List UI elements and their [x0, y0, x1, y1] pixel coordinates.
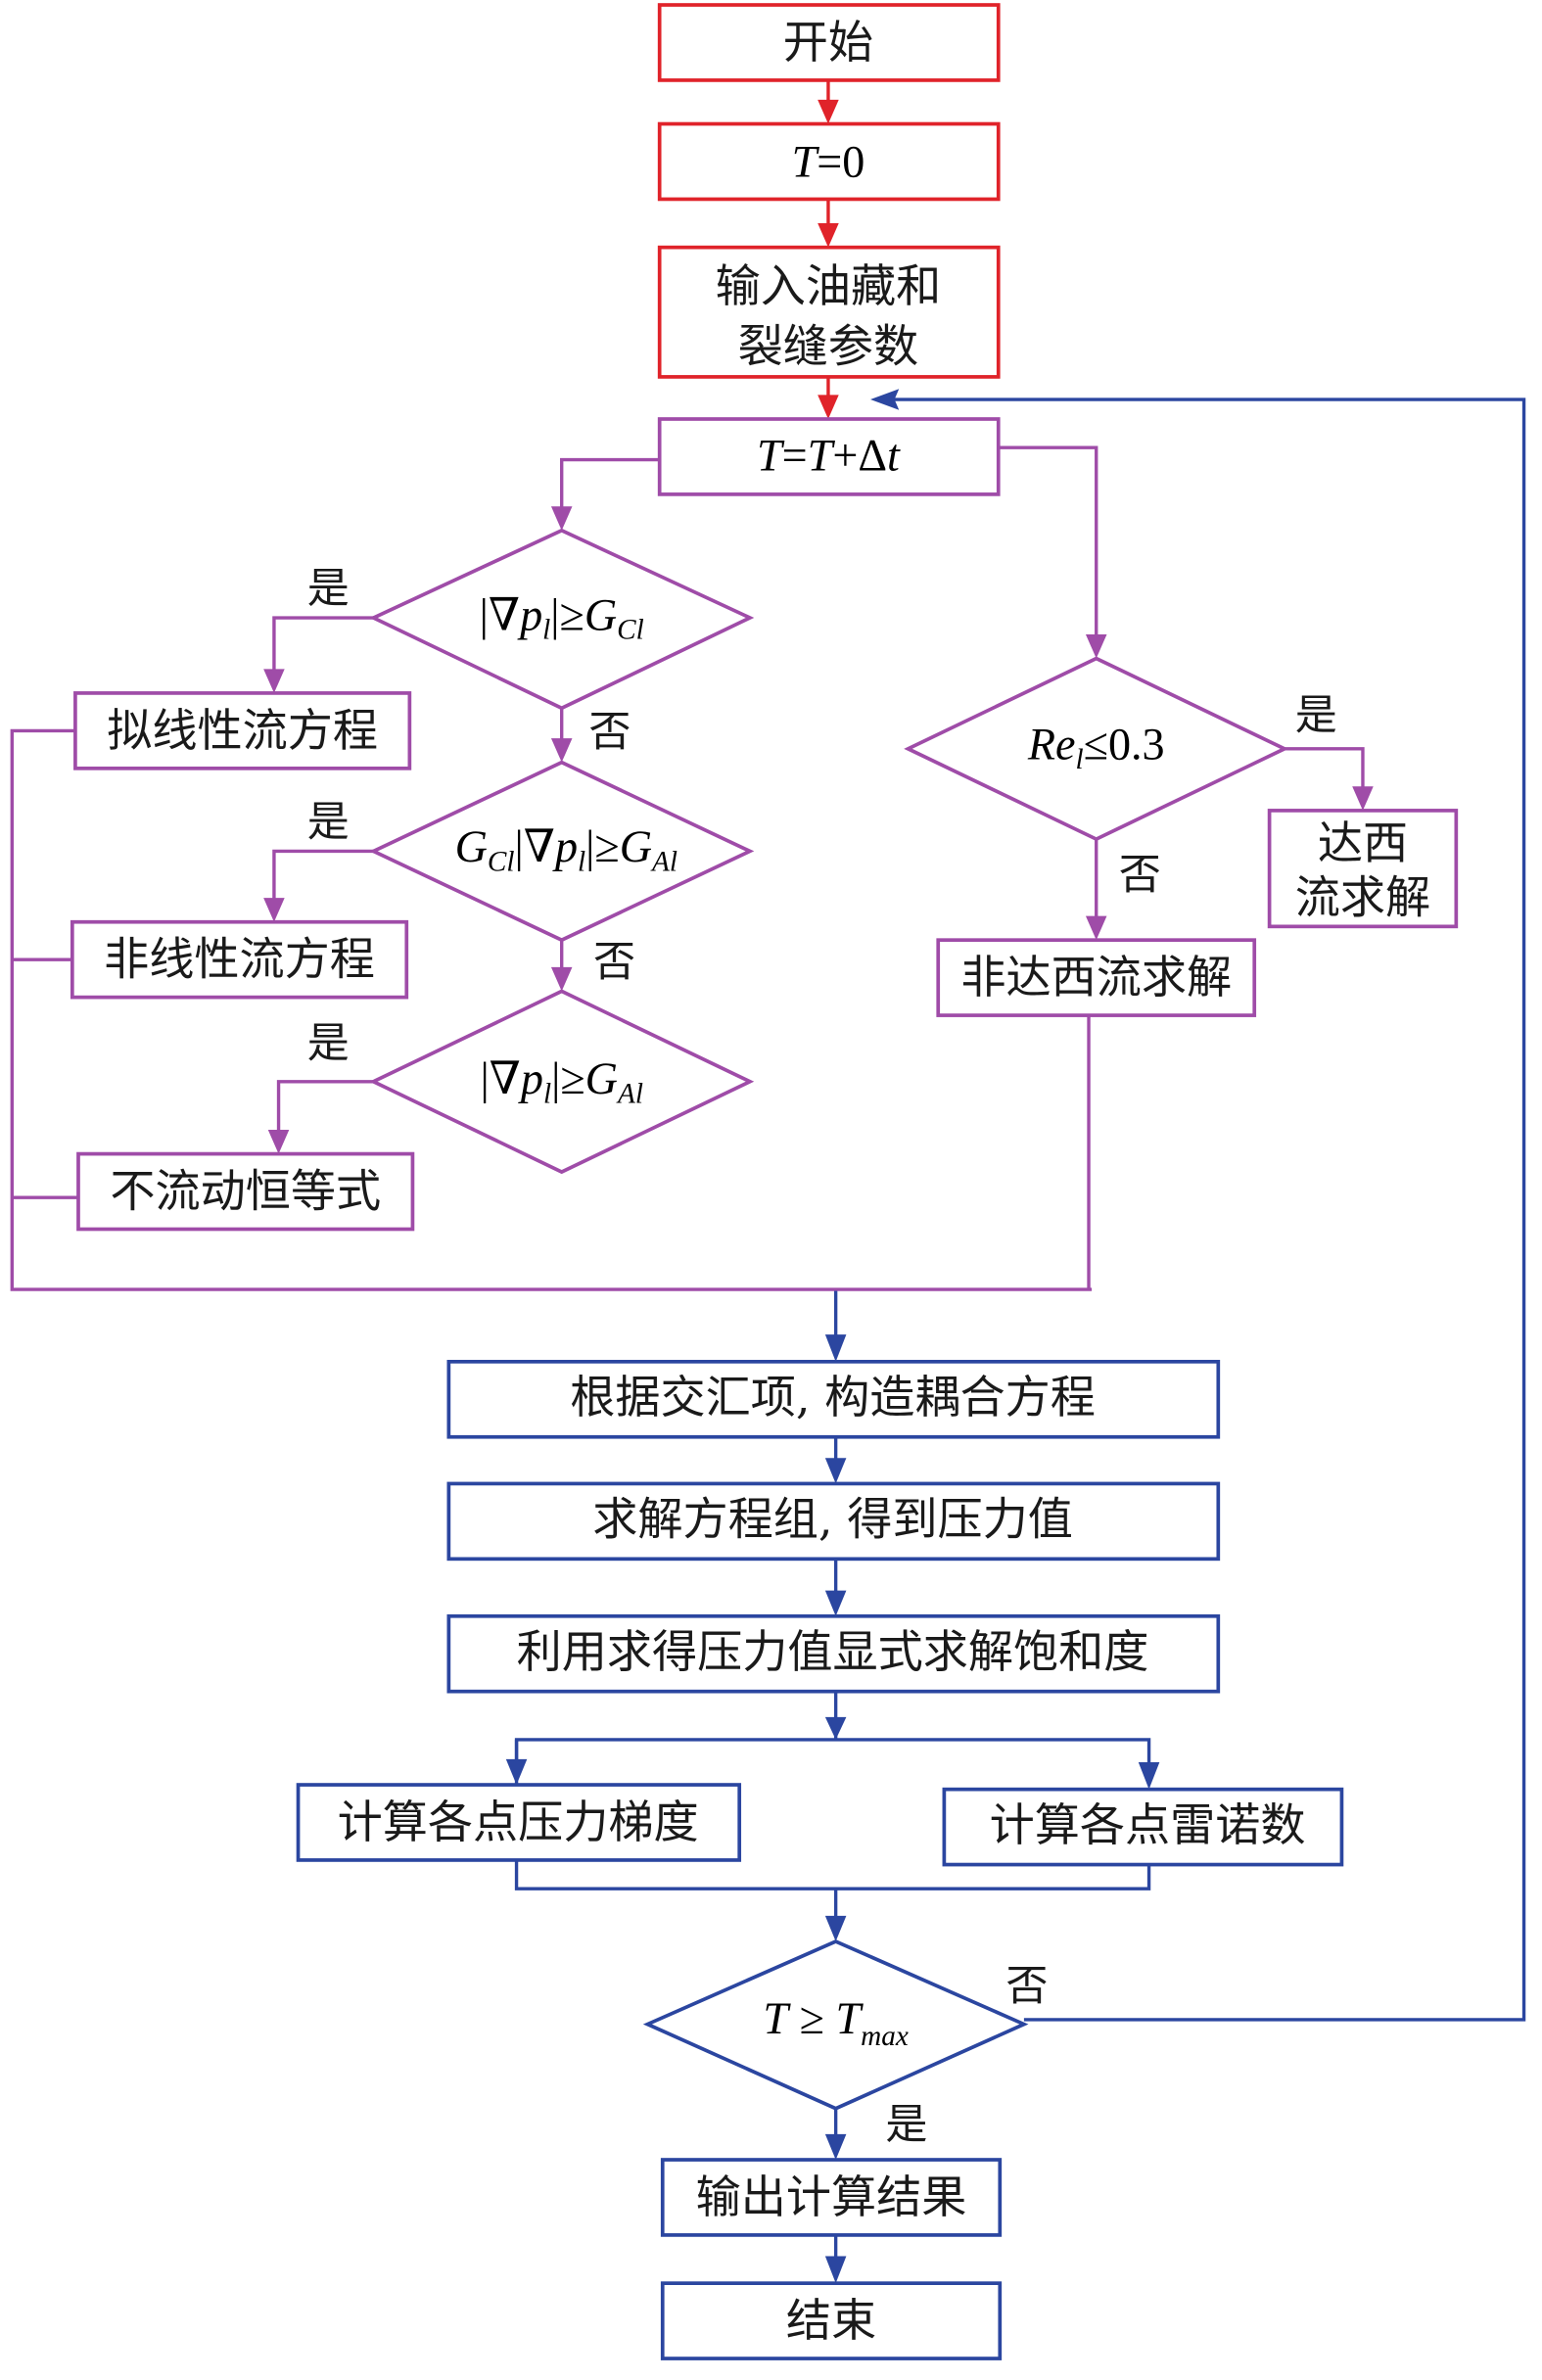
t-zero-label: T=0 [792, 136, 865, 186]
start-box [657, 3, 1001, 82]
start-label: 开始 [783, 16, 873, 69]
darcy-box [1267, 809, 1459, 929]
output-label: 输出计算结果 [696, 2170, 967, 2223]
yes-label: 是 [307, 798, 350, 847]
arrowhead [267, 1129, 290, 1154]
yes-label: 是 [1295, 691, 1337, 740]
arrowhead [824, 1590, 847, 1616]
arrowhead [870, 389, 900, 410]
arrowhead [824, 1716, 847, 1740]
coupling-label: 根据交汇项, 构造耦合方程 [570, 1371, 1096, 1423]
arrowhead [550, 738, 573, 763]
solve-pressure-box [446, 1481, 1221, 1562]
no-label: 否 [593, 938, 635, 987]
collector-left-bus [10, 728, 1093, 1291]
arrowhead [1138, 1761, 1160, 1790]
no-label: 否 [1005, 1962, 1048, 2011]
connector-merge-bus [514, 1859, 1151, 1890]
arrowhead [1085, 915, 1107, 941]
connector-split-bus [514, 1738, 1151, 1784]
input-params-line2: 裂缝参数 [738, 320, 919, 373]
output-box [660, 2158, 1003, 2237]
time-step-box [657, 417, 1001, 496]
arrowhead [505, 1758, 528, 1786]
yes-label: 是 [307, 1019, 350, 1068]
cond-cl-label: |∇pl|≥GCl [480, 589, 644, 645]
connector-timestep-to-cond-cl [560, 457, 660, 513]
arrowhead [550, 966, 573, 992]
arrowhead [824, 1458, 847, 1484]
arrowhead [818, 395, 839, 419]
pseudo-linear-label: 拟线性流方程 [107, 704, 378, 757]
cond-re-label: Rel≤0.3 [1027, 720, 1165, 775]
solve-pressure-label: 求解方程组, 得到压力值 [592, 1493, 1073, 1546]
connector-timestep-to-cond-re [998, 445, 1098, 641]
no-flow-box [76, 1151, 415, 1232]
non-darcy-box [936, 938, 1257, 1017]
cond-al-label: |∇pl|≥GAl [480, 1053, 642, 1109]
end-box [660, 2281, 1003, 2360]
arrowhead [818, 99, 839, 124]
connector-cond-cl-yes [272, 616, 374, 676]
reynolds-box [942, 1787, 1344, 1867]
coupling-box [446, 1359, 1221, 1439]
end-label: 结束 [786, 2294, 876, 2347]
t-zero-box [657, 121, 1001, 202]
tmax-label: T ≥ Tmax [763, 1993, 908, 2052]
arrowhead [818, 223, 839, 248]
arrowhead [1352, 786, 1374, 811]
arrowhead [824, 1334, 847, 1362]
no-flow-label: 不流动恒等式 [110, 1164, 381, 1217]
cond-cl-al-label: GCl|∇pl|≥GAl [455, 821, 678, 877]
yes-label: 是 [885, 2100, 927, 2149]
pressure-gradient-label: 计算各点压力梯度 [338, 1796, 699, 1848]
arrowhead [824, 2256, 847, 2284]
arrowhead [824, 2133, 847, 2161]
decision-cond-al [369, 989, 755, 1175]
arrowhead [550, 506, 573, 531]
connector-cond-al-yes [276, 1080, 374, 1137]
arrowhead [824, 1915, 847, 1942]
pressure-gradient-box [296, 1783, 742, 1862]
non-darcy-label: 非达西流求解 [960, 951, 1232, 1003]
connector-tmax-no-loop [891, 397, 1526, 2022]
connector-cond-re-yes [1284, 747, 1365, 793]
input-params-line1: 输入油藏和 [716, 259, 942, 312]
saturation-label: 利用求得压力值显式求解饱和度 [517, 1625, 1149, 1678]
darcy-line2: 流求解 [1295, 870, 1430, 923]
arrowhead [1085, 633, 1107, 659]
arrowhead [263, 898, 285, 922]
reynolds-label: 计算各点雷诺数 [990, 1798, 1306, 1851]
nonlinear-label: 非线性流方程 [104, 933, 375, 986]
time-step-label: T=T+Δt [757, 430, 901, 480]
yes-label: 是 [307, 565, 350, 614]
arrowhead [263, 669, 285, 693]
no-label: 否 [588, 708, 631, 757]
no-label: 否 [1119, 851, 1161, 900]
darcy-line1: 达西 [1318, 817, 1408, 869]
saturation-box [446, 1613, 1221, 1694]
connector-cond-cl-al-yes [272, 849, 374, 905]
input-params-box [657, 245, 1001, 379]
